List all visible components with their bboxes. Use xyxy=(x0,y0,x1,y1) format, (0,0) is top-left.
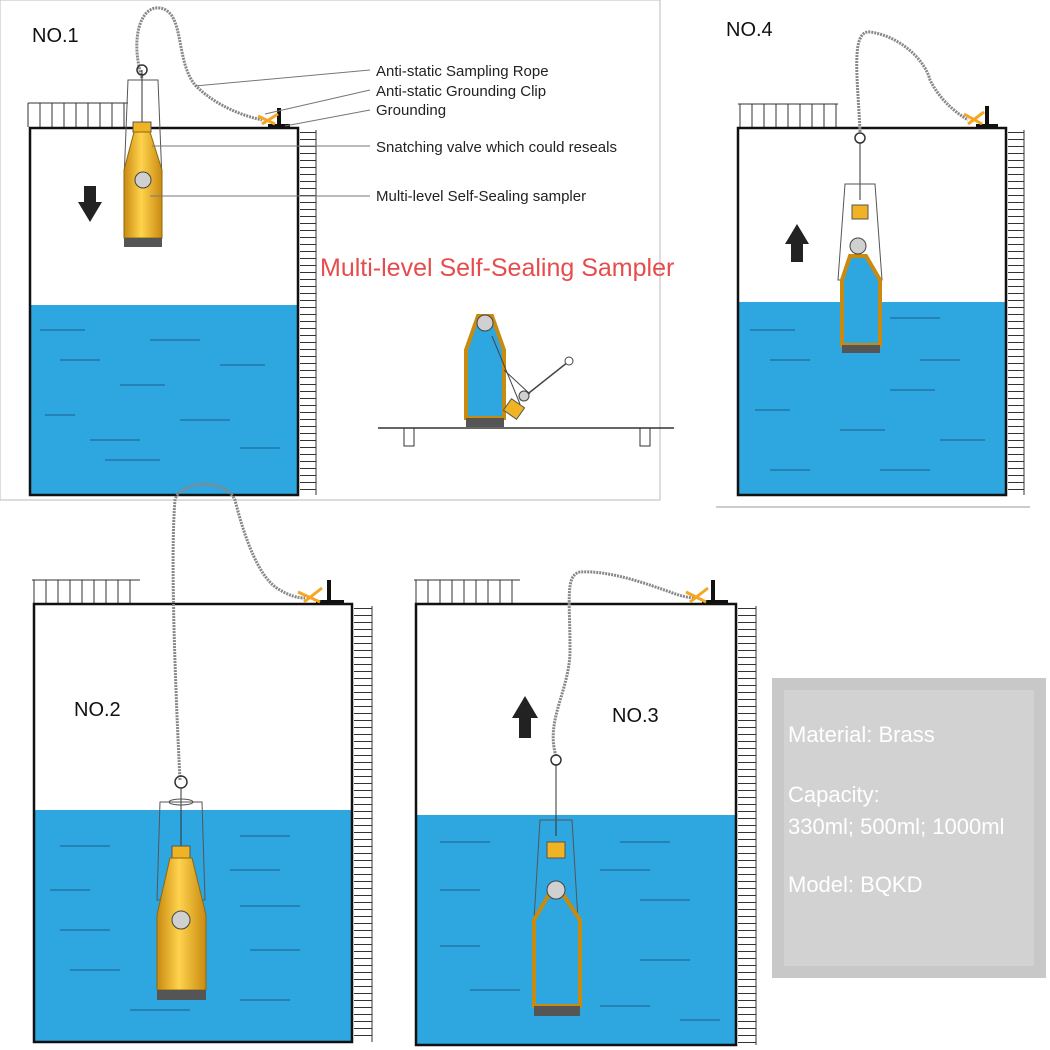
sampling-rope xyxy=(551,570,697,757)
stage-1-label: NO.1 xyxy=(32,25,79,47)
sampler-submerged xyxy=(156,775,207,1000)
tank-railing xyxy=(738,103,838,128)
sampler-lowering xyxy=(123,64,163,247)
stage-4-label: NO.4 xyxy=(726,19,773,41)
spec-capacity-label: Capacity: xyxy=(788,782,880,807)
panel-stage-3: NO.3 xyxy=(414,570,757,1047)
callout-grounding: Grounding xyxy=(376,102,446,119)
tank-outline xyxy=(32,602,354,1044)
stage-2-label: NO.2 xyxy=(74,699,121,721)
water-ripples xyxy=(50,835,300,1011)
sampling-rope xyxy=(171,482,306,781)
water-ripples xyxy=(440,841,720,1021)
tank-railing xyxy=(27,102,128,127)
tank-outline xyxy=(414,602,738,1047)
callout-valve: Snatching valve which could reseals xyxy=(376,139,617,156)
grounding-clip xyxy=(297,580,344,604)
tank-ladder xyxy=(1008,130,1024,495)
sampling-rope xyxy=(135,6,263,122)
sampling-rope xyxy=(855,30,969,133)
callout-lines xyxy=(150,69,371,197)
tank-ladder xyxy=(300,130,316,495)
arrow-up-icon xyxy=(512,696,538,738)
callout-clip: Anti-static Grounding Clip xyxy=(376,83,546,100)
grounding-clip xyxy=(257,108,290,128)
panel-stage-1: NO.1 Anti-static Sampling Rope Anti-stat… xyxy=(0,0,661,501)
callout-rope: Anti-static Sampling Rope xyxy=(376,63,549,80)
grounding-clip xyxy=(685,580,728,604)
arrow-down-icon xyxy=(78,186,102,222)
stage-3-label: NO.3 xyxy=(612,705,659,727)
callout-sampler: Multi-level Self-Sealing sampler xyxy=(376,188,586,205)
sampler-raised-sealed xyxy=(837,132,883,353)
diagram-title: Multi-level Self-Sealing Sampler xyxy=(320,254,674,282)
panel-stage-2: NO.2 xyxy=(32,482,373,1044)
sampler-rising xyxy=(532,754,582,1016)
tank-railing xyxy=(32,579,140,604)
sampler-detail xyxy=(378,314,674,447)
panel-stage-4: NO.4 xyxy=(716,0,1050,508)
tank-railing xyxy=(414,579,520,604)
spec-capacity-values: 330ml; 500ml; 1000ml xyxy=(788,814,1004,839)
arrow-up-icon xyxy=(785,224,809,262)
water-ripples xyxy=(40,329,280,461)
spec-model: Model: BQKD xyxy=(788,872,923,897)
tank-ladder xyxy=(738,606,756,1045)
spec-material: Material: Brass xyxy=(788,722,935,747)
tank-outline xyxy=(736,126,1008,497)
water-ripples xyxy=(750,317,985,471)
tank-ladder xyxy=(354,606,372,1042)
spec-panel: Material: Brass Capacity: 330ml; 500ml; … xyxy=(772,678,1046,978)
tank-water xyxy=(30,305,298,495)
grounding-clip xyxy=(963,106,998,128)
